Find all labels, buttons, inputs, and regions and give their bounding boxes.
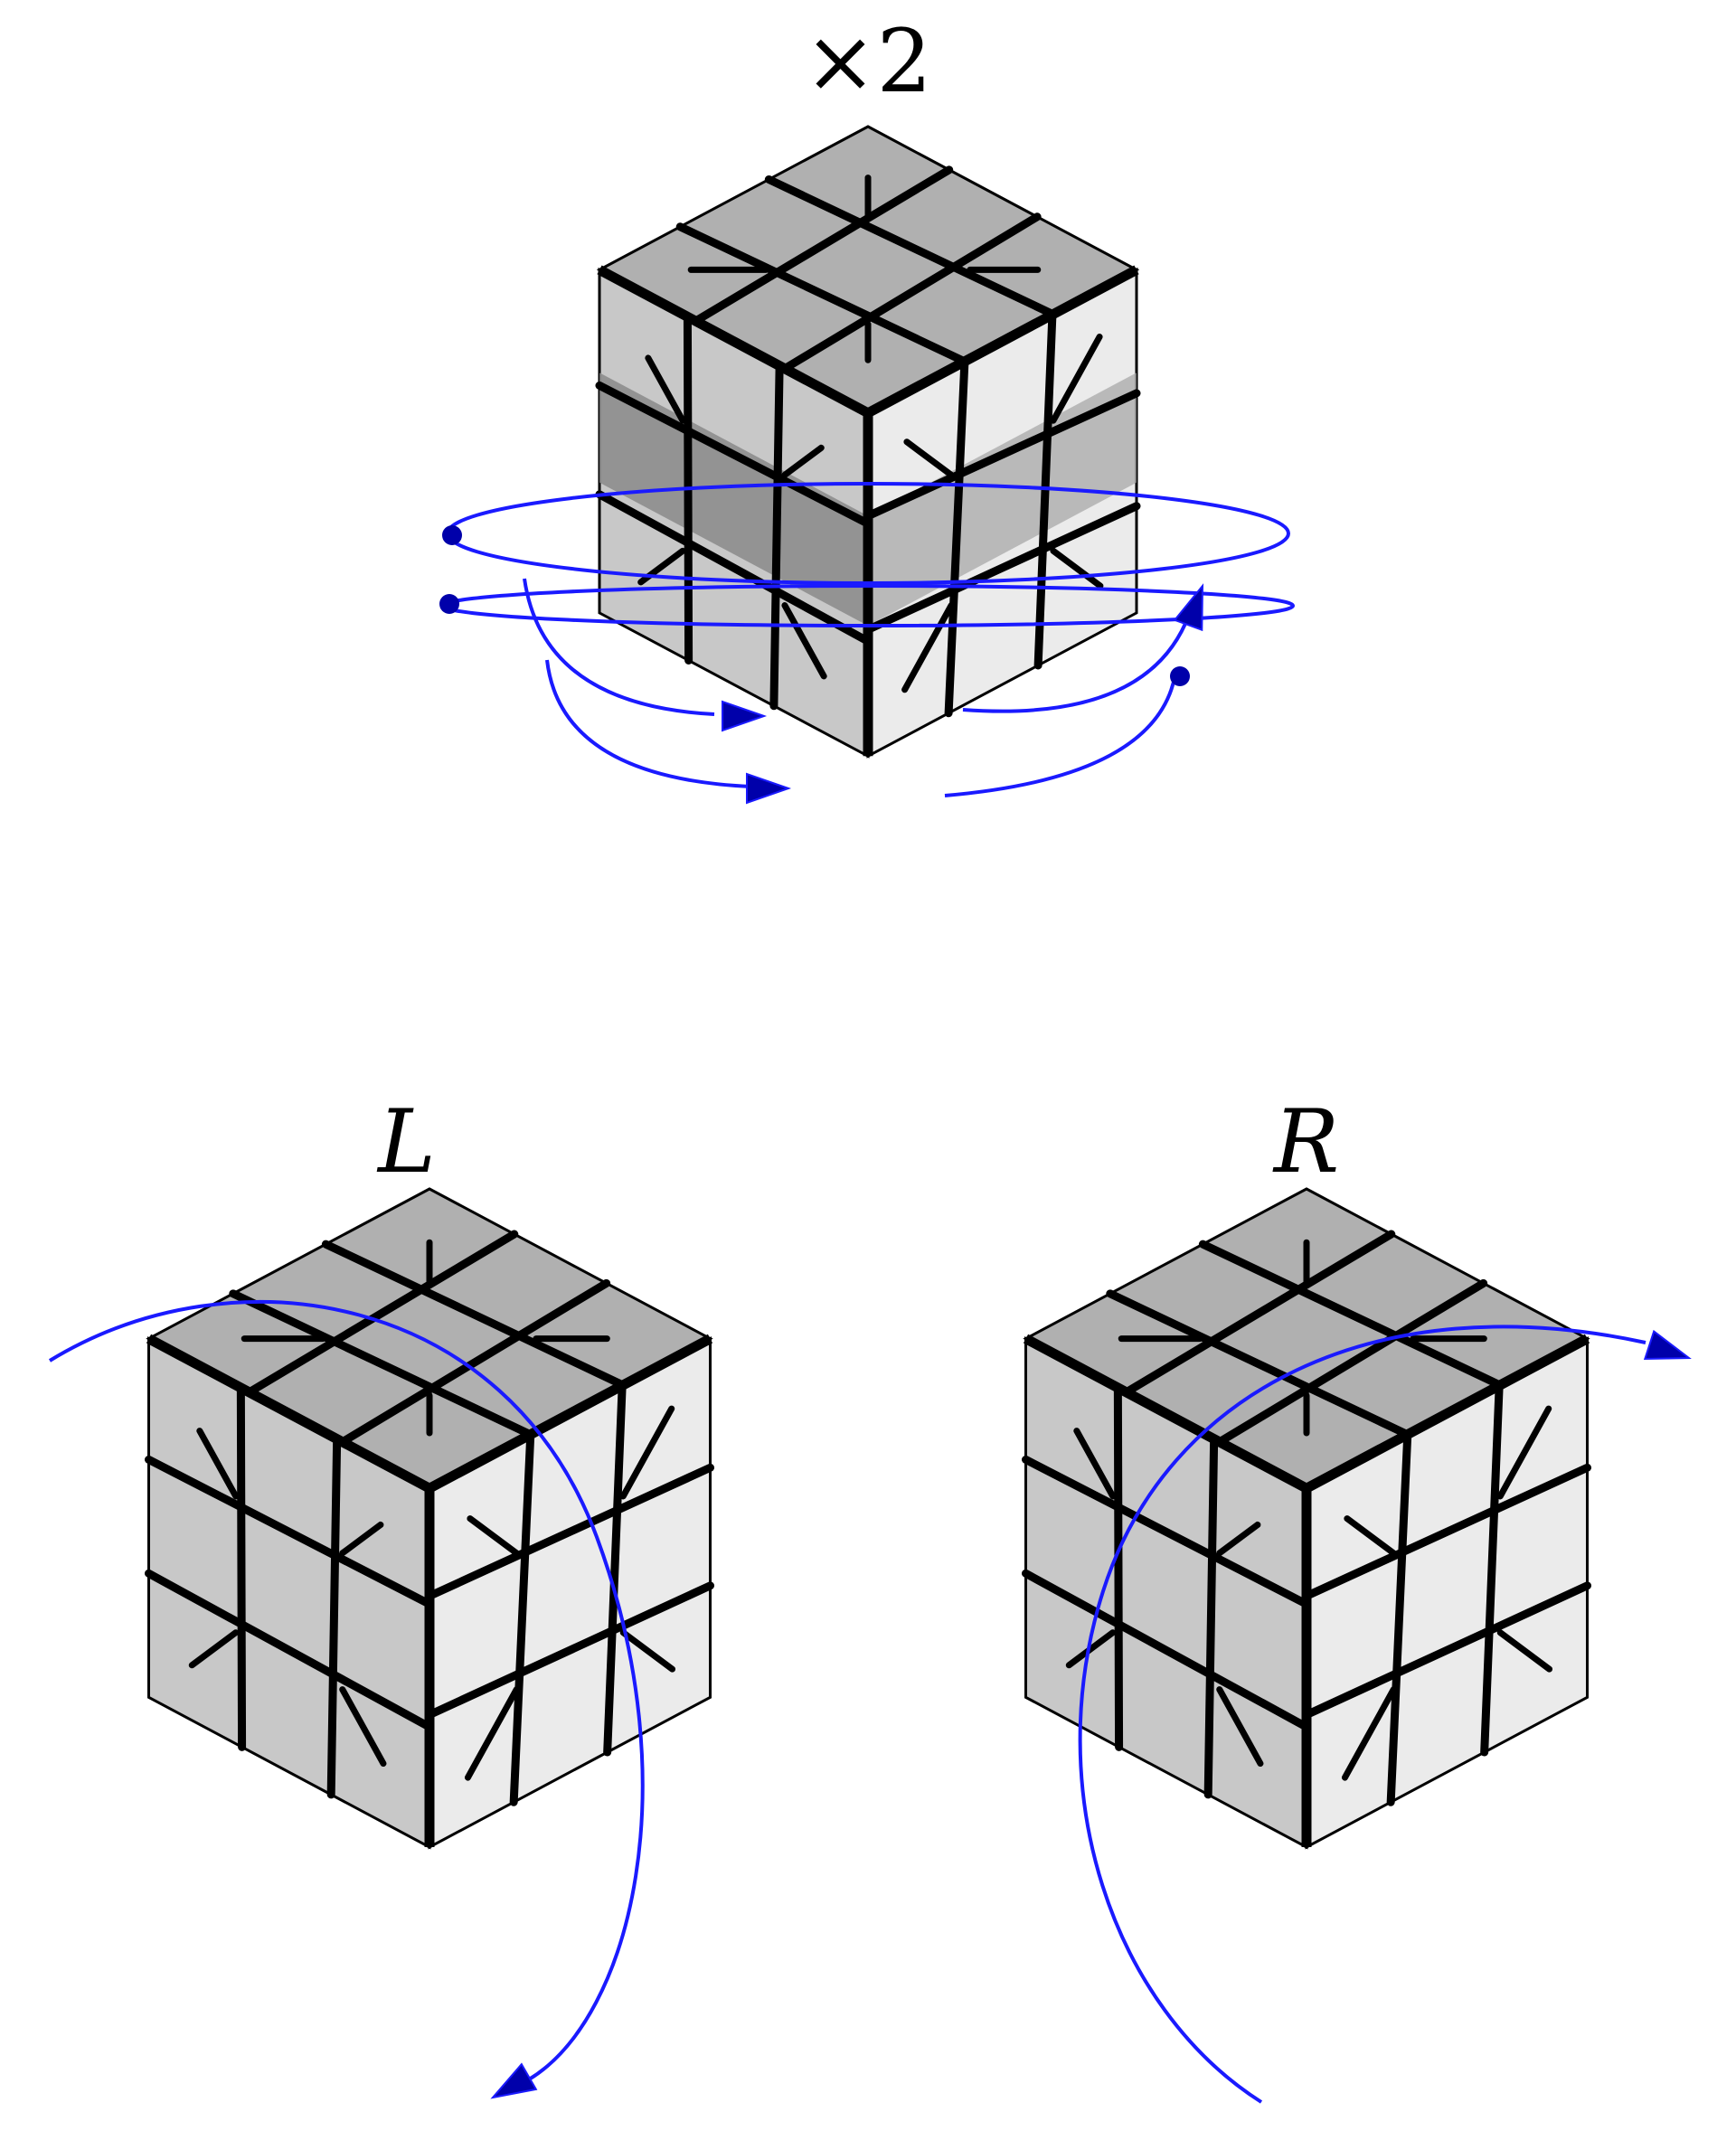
left-cut-diagonal: [1216, 1686, 1264, 1768]
right-cut-diagonal: [1344, 1515, 1397, 1557]
right-cut-vertical: [1033, 310, 1057, 670]
right-cut-horizontal: [425, 1581, 714, 1720]
arrow-head: [722, 700, 768, 732]
right-cut-diagonal: [1341, 1686, 1397, 1781]
top-cut-horizontal: [1215, 1278, 1488, 1447]
right-cut-vertical: [603, 1381, 627, 1757]
left-cut-horizontal: [145, 1569, 434, 1731]
left-cut-diagonal: [188, 1629, 240, 1669]
left-cut-diagonal: [781, 444, 825, 478]
arc-right-2: [944, 673, 1177, 797]
label-double-turn: ×2: [804, 11, 932, 112]
left-cut-vertical: [326, 1435, 342, 1799]
top-cut-vertical: [675, 222, 969, 366]
left-cut-diagonal: [645, 354, 686, 424]
arrow-head: [1173, 583, 1204, 632]
right-cut-vertical: [1480, 1381, 1504, 1757]
arc-left-1: [523, 578, 715, 716]
label-right-twist: R: [1273, 1091, 1340, 1193]
arrowhead-right-1: [1173, 583, 1204, 632]
arrowhead-left-2: [746, 772, 792, 805]
left-cut-vertical: [1203, 1435, 1219, 1799]
right-cut-horizontal: [1302, 1581, 1591, 1720]
left-cut-horizontal: [1022, 1455, 1311, 1608]
arrow-head: [490, 2062, 538, 2099]
rotation-arrow-right-twist: [1078, 1325, 1692, 2104]
arrowhead-L: [490, 2062, 538, 2099]
arc-L: [48, 1299, 645, 2081]
top-right-edge: [865, 265, 1139, 418]
turning-layer-right: [868, 372, 1137, 627]
arc-right-1: [962, 614, 1191, 713]
top-cut-vertical: [229, 1289, 535, 1439]
arc-right-2-start: [1170, 666, 1190, 686]
right-cut-vertical: [509, 1430, 535, 1806]
left-cut-horizontal: [595, 490, 873, 646]
rotation-arrows-double-turn: [439, 482, 1295, 805]
right-cut-horizontal: [425, 1463, 714, 1600]
top-right-edge: [427, 1334, 713, 1494]
left-cut-diagonal: [781, 602, 827, 680]
arc-R: [1078, 1325, 1646, 2104]
left-cut-diagonal: [339, 1686, 387, 1768]
left-cut-horizontal: [1022, 1569, 1311, 1731]
turning-layer-left: [599, 372, 868, 627]
top-cut-horizontal: [780, 212, 1042, 373]
left-cut-diagonal: [1073, 1428, 1117, 1500]
arrowhead-left-1: [722, 700, 768, 732]
cube-left-twist: [145, 1187, 714, 1850]
right-cut-diagonal: [1050, 547, 1104, 589]
right-cut-diagonal: [619, 1629, 676, 1673]
left-cut-diagonal: [339, 1521, 384, 1557]
top-right-edge: [1304, 1334, 1590, 1494]
right-cut-diagonal: [903, 438, 955, 478]
rotation-arrow-left-twist: [48, 1299, 645, 2099]
orbit-start-upper: [442, 525, 462, 545]
right-cut-diagonal: [1050, 334, 1103, 424]
right-cut-diagonal: [1496, 1629, 1553, 1673]
top-cut-vertical: [1106, 1289, 1412, 1439]
top-cut-horizontal: [338, 1278, 611, 1447]
right-cut-horizontal: [1302, 1463, 1591, 1600]
top-left-edge: [1023, 1334, 1309, 1494]
top-left-edge: [146, 1334, 432, 1494]
right-cut-horizontal: [863, 502, 1141, 634]
left-cut-diagonal: [1216, 1521, 1261, 1557]
arrowhead-R: [1643, 1329, 1692, 1361]
right-cut-diagonal: [619, 1405, 675, 1500]
top-cut-vertical: [1198, 1240, 1505, 1390]
left-cut-vertical: [769, 362, 784, 711]
top-cut-vertical: [764, 174, 1058, 319]
right-cut-diagonal: [1496, 1405, 1552, 1500]
left-cut-horizontal: [145, 1455, 434, 1608]
cube-double-turn: [595, 125, 1141, 759]
top-cut-horizontal: [245, 1230, 519, 1397]
left-cut-diagonal: [196, 1428, 240, 1500]
right-cut-diagonal: [467, 1515, 520, 1557]
arrow-head: [746, 772, 792, 805]
right-cut-diagonal: [464, 1686, 520, 1781]
top-cut-vertical: [321, 1240, 627, 1390]
orbit-start-lower: [439, 594, 459, 614]
label-left-twist: L: [378, 1091, 436, 1193]
right-cut-vertical: [1386, 1430, 1412, 1806]
top-cut-horizontal: [1122, 1230, 1396, 1397]
top-left-edge: [597, 265, 871, 418]
left-cut-horizontal: [595, 381, 873, 528]
arc-left-2: [545, 659, 751, 788]
arrow-head: [1643, 1329, 1692, 1361]
right-cut-horizontal: [863, 389, 1141, 521]
right-cut-diagonal: [901, 602, 955, 693]
right-cut-vertical: [944, 357, 969, 718]
cube-right-twist: [1022, 1187, 1591, 1850]
top-cut-horizontal: [691, 165, 954, 325]
left-cut-diagonal: [1065, 1629, 1117, 1669]
